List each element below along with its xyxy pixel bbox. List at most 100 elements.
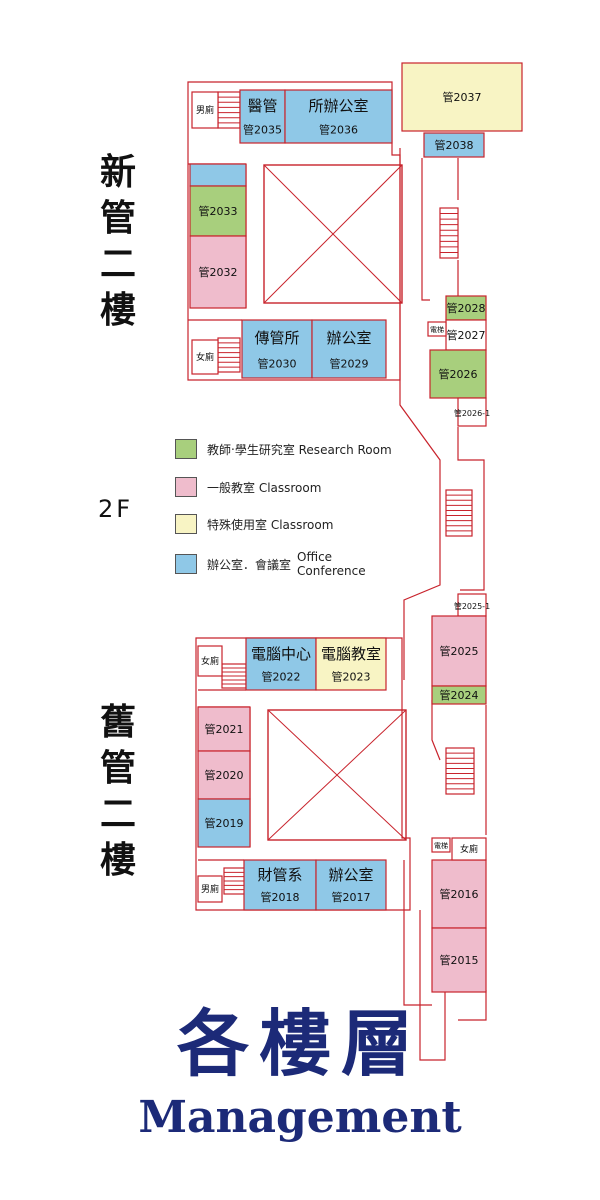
legend-item-research: 教師‧學生研究室 Research Room [175,439,392,459]
restroom-men-new-box [191,91,219,129]
room-2019-code: 管2019 [205,816,244,830]
restroom-men-old-box [197,875,223,903]
room-2015-fill [431,927,487,993]
room-2032-code: 管2032 [199,265,238,279]
elevator-old: 電梯 [431,837,451,853]
office-room-unlabeled [189,163,247,187]
rooms-layer: 醫管管2035所辦公室管2036管2037管2038管2033管2032傳管所管… [189,62,523,993]
restroom-women-old-right-label: 女廁 [460,843,478,855]
legend-label-classroom: 一般教室 Classroom [207,480,322,495]
room-2036-fill [284,89,393,144]
page-subtitle: Management [138,1092,462,1143]
corridor-outline [419,910,446,1061]
corridor-outline [457,427,485,591]
legend-item-special: 特殊使用室 Classroom [175,514,333,534]
room-2028: 管2028 [445,295,487,321]
room-2030-code: 管2030 [258,357,297,371]
stairs-new-bottom [217,337,241,373]
old-building-label: 舊 管 二 樓 [98,700,138,884]
room-2021: 管2021 [197,706,251,752]
room-2015-code: 管2015 [440,953,479,967]
new-building-char-2: 管 [99,198,136,239]
room-2033-code: 管2033 [199,204,238,218]
room-2022-name: 電腦中心 [251,645,311,663]
elevator-new-box [427,321,447,337]
restroom-women-new-label: 女廁 [196,351,214,363]
legend-label-research: 教師‧學生研究室 Research Room [207,442,392,457]
room-2020-fill [197,750,251,800]
room-2035-name: 醫管 [247,97,277,115]
legend-item-classroom: 一般教室 Classroom [175,477,321,497]
corridor-outline [399,148,441,680]
room-2023-name: 電腦教室 [321,645,381,663]
room-2018-fill [243,859,317,911]
restroom-men-new: 男廁 [191,91,219,129]
stairs-old-top [221,663,247,689]
legend-item-office: 辦公室．會議室 Office Conference [175,550,366,578]
room-2026-fill [429,349,487,399]
legend-swatch-research [175,439,197,459]
room-2025-1: 管2025-1 [454,593,490,617]
room-2025-fill [431,615,487,687]
room-2016: 管2016 [431,859,487,929]
restroom-women-old-top: 女廁 [197,645,223,677]
courtyard-old [267,709,407,841]
room-2022-fill [245,637,317,691]
room-2020: 管2020 [197,750,251,800]
legend-label-special: 特殊使用室 Classroom [207,517,334,532]
room-2038-code: 管2038 [435,138,474,152]
elevator-new-label: 電梯 [430,325,444,334]
room-2016-fill [431,859,487,929]
legend-label-office: 辦公室．會議室 [207,557,292,572]
room-2018-code: 管2018 [261,890,300,904]
room-2024-code: 管2024 [440,688,479,702]
room-2025-code: 管2025 [440,644,479,658]
room-2022-code: 管2022 [262,670,301,684]
stairs-old-right [445,747,475,795]
room-2038: 管2038 [423,132,485,158]
room-2025: 管2025 [431,615,487,687]
restroom-women-new: 女廁 [191,339,219,375]
room-2024: 管2024 [431,685,487,705]
restroom-women-old-top-box [197,645,223,677]
legend-swatch-office [175,554,197,574]
room-2030-name: 傳管所 [254,329,299,347]
room-2015: 管2015 [431,927,487,993]
courtyard-new [263,164,403,304]
room-2016-code: 管2016 [440,887,479,901]
restroom-women-old-right: 女廁 [451,837,487,861]
restroom-women-old-right-box [451,837,487,861]
room-2036-name: 所辦公室 [308,97,368,115]
room-2019-fill [197,798,251,848]
corridor-outline [458,990,487,1021]
facilities-layer: 男廁女廁電梯女廁男廁電梯女廁 [191,91,487,903]
room-2019: 管2019 [197,798,251,848]
room-2028-fill [445,295,487,321]
legend-label-office-en: Office Conference [297,550,366,578]
stairs-old-bottom [223,867,247,895]
new-building-char-1: 新 [99,152,136,193]
room-2037: 管2037 [401,62,523,132]
room-2021-code: 管2021 [205,722,244,736]
legend-swatch-special [175,514,197,534]
room-2020-code: 管2020 [205,768,244,782]
floor-label: 2F [98,495,134,523]
room-2029-name: 辦公室 [326,329,371,347]
old-building-char-4: 樓 [99,840,136,881]
new-building-char-4: 樓 [99,290,136,331]
corridor-outline [195,637,411,911]
stairs-corridor [445,489,473,537]
stairs-new-top [217,91,241,129]
room-2029-code: 管2029 [330,357,369,371]
room-2017-fill [315,859,387,911]
restroom-men-old: 男廁 [197,875,223,903]
room-2026-1-code: 管2026-1 [454,408,490,418]
room-2032: 管2032 [189,235,247,309]
room-2029-fill [311,319,387,379]
